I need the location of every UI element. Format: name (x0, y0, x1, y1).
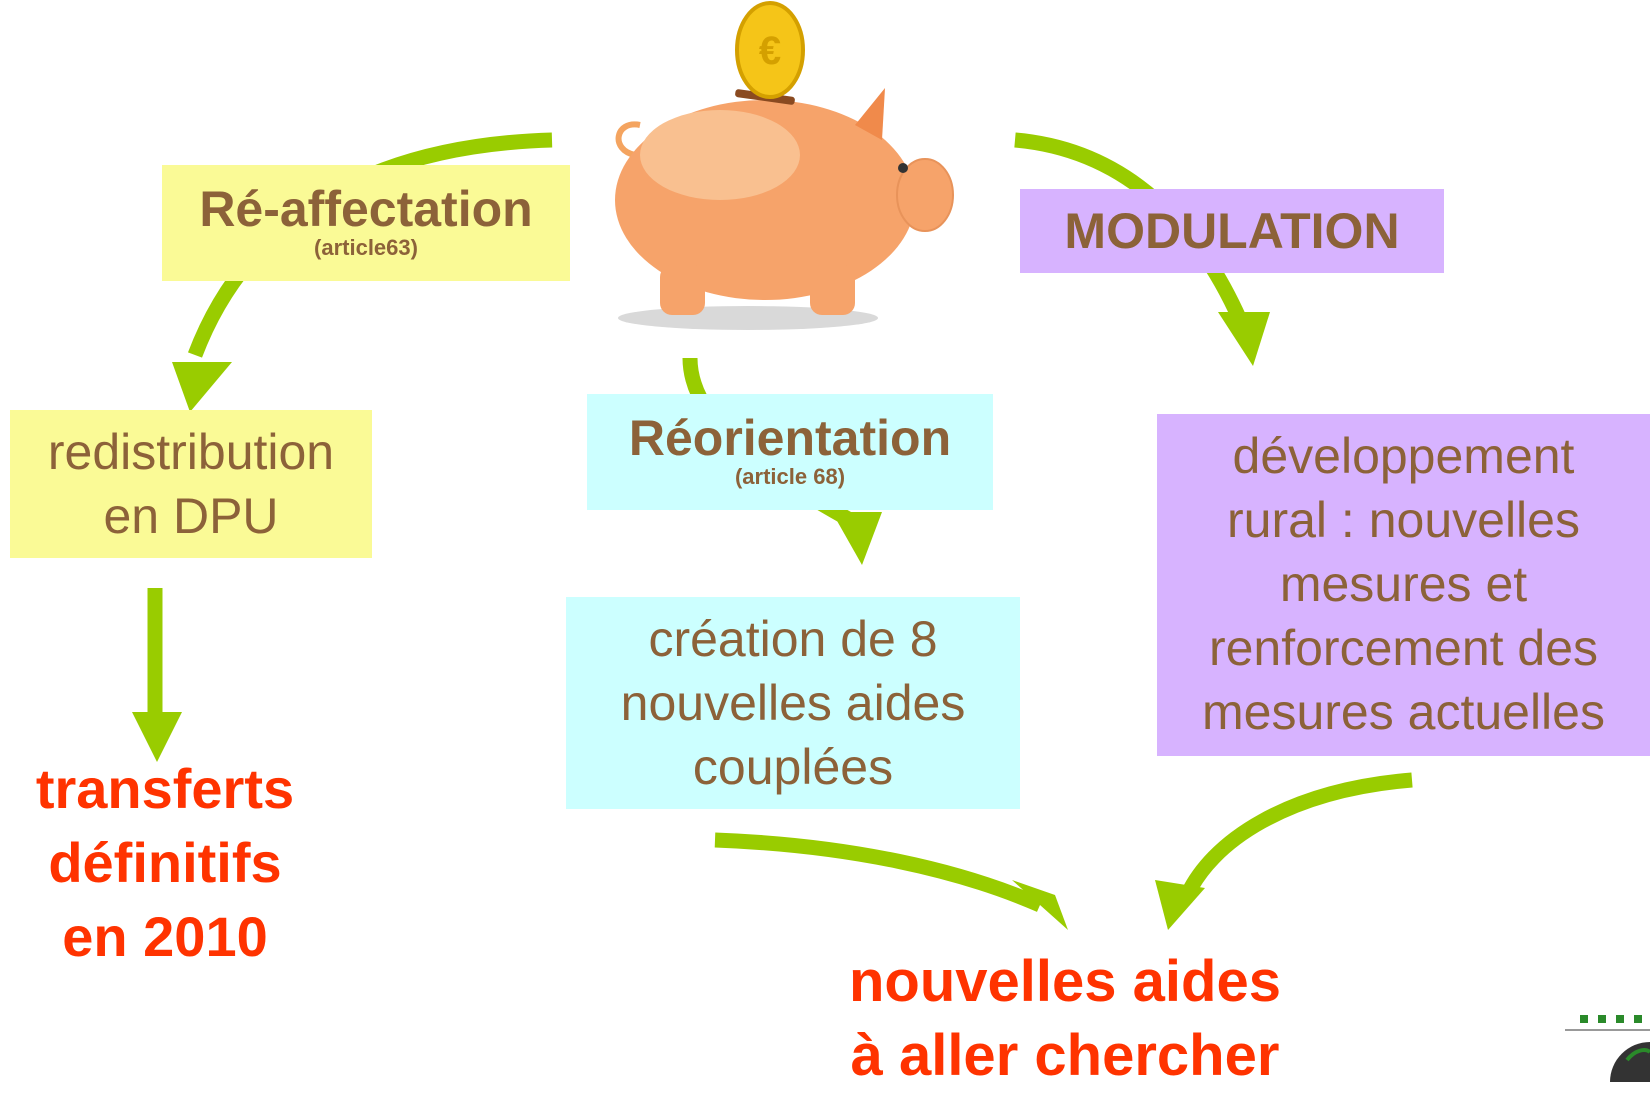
piggy-ear (855, 88, 885, 140)
corner-logo-icon (1565, 1015, 1650, 1093)
creation-line3: couplées (692, 739, 894, 795)
reorientation-box: Réorientation (article 68) (587, 394, 993, 510)
coin-symbol: € (759, 29, 781, 73)
nouvelles-line2: à aller chercher (850, 1023, 1280, 1088)
modulation-title: MODULATION (1064, 203, 1400, 259)
reaffectation-box: Ré-affectation (article63) (162, 165, 570, 281)
piggy-tail (615, 121, 641, 158)
redistribution-line2: en DPU (103, 488, 279, 544)
modulation-box: MODULATION (1020, 189, 1444, 273)
arrowhead-creation (832, 512, 882, 565)
creation-line1: création de 8 (648, 611, 938, 667)
redistribution-box: redistribution en DPU (10, 410, 372, 558)
arrowhead-redistribution (172, 362, 232, 412)
piggy-snout (896, 158, 954, 232)
creation-line2: nouvelles aides (620, 675, 966, 731)
corner-logo (1565, 1010, 1650, 1093)
piggy-leg-front (660, 265, 705, 315)
coin-icon (735, 1, 805, 99)
developpement-line1: développement (1232, 428, 1575, 484)
arrow-from-creation (714, 832, 1044, 912)
redistribution-line1: redistribution (47, 424, 335, 480)
reaffectation-subtitle: (article63) (314, 235, 418, 260)
arrow-from-developpement (1178, 772, 1413, 904)
reorientation-title: Réorientation (628, 410, 952, 466)
transferts-text: transferts définitifs en 2010 (0, 752, 330, 974)
reorientation-subtitle: (article 68) (734, 464, 846, 489)
piggy-leg-back (810, 265, 855, 315)
piggy-body-highlight (640, 110, 800, 200)
arrowhead-transferts (132, 712, 182, 762)
arrowhead-from-developpement (1155, 880, 1205, 930)
transferts-line1: transferts (35, 757, 295, 820)
transferts-line2: définitifs (48, 831, 282, 894)
developpement-line3: mesures et (1279, 556, 1528, 612)
piggy-eye (898, 163, 908, 173)
nouvelles-line1: nouvelles aides (849, 949, 1281, 1014)
reaffectation-title: Ré-affectation (199, 181, 533, 237)
nouvelles-text: nouvelles aides à aller chercher (790, 945, 1340, 1093)
arrowhead-developpement (1218, 312, 1270, 366)
developpement-line4: renforcement des (1208, 620, 1599, 676)
transferts-line3: en 2010 (62, 905, 268, 968)
developpement-line5: mesures actuelles (1202, 684, 1605, 740)
creation-box: création de 8 nouvelles aides couplées (566, 597, 1020, 809)
developpement-box: développement rural : nouvelles mesures … (1157, 414, 1650, 756)
arrowhead-from-creation (1012, 880, 1068, 930)
piggy-bank-icon: € (615, 1, 954, 330)
developpement-line2: rural : nouvelles (1227, 492, 1580, 548)
